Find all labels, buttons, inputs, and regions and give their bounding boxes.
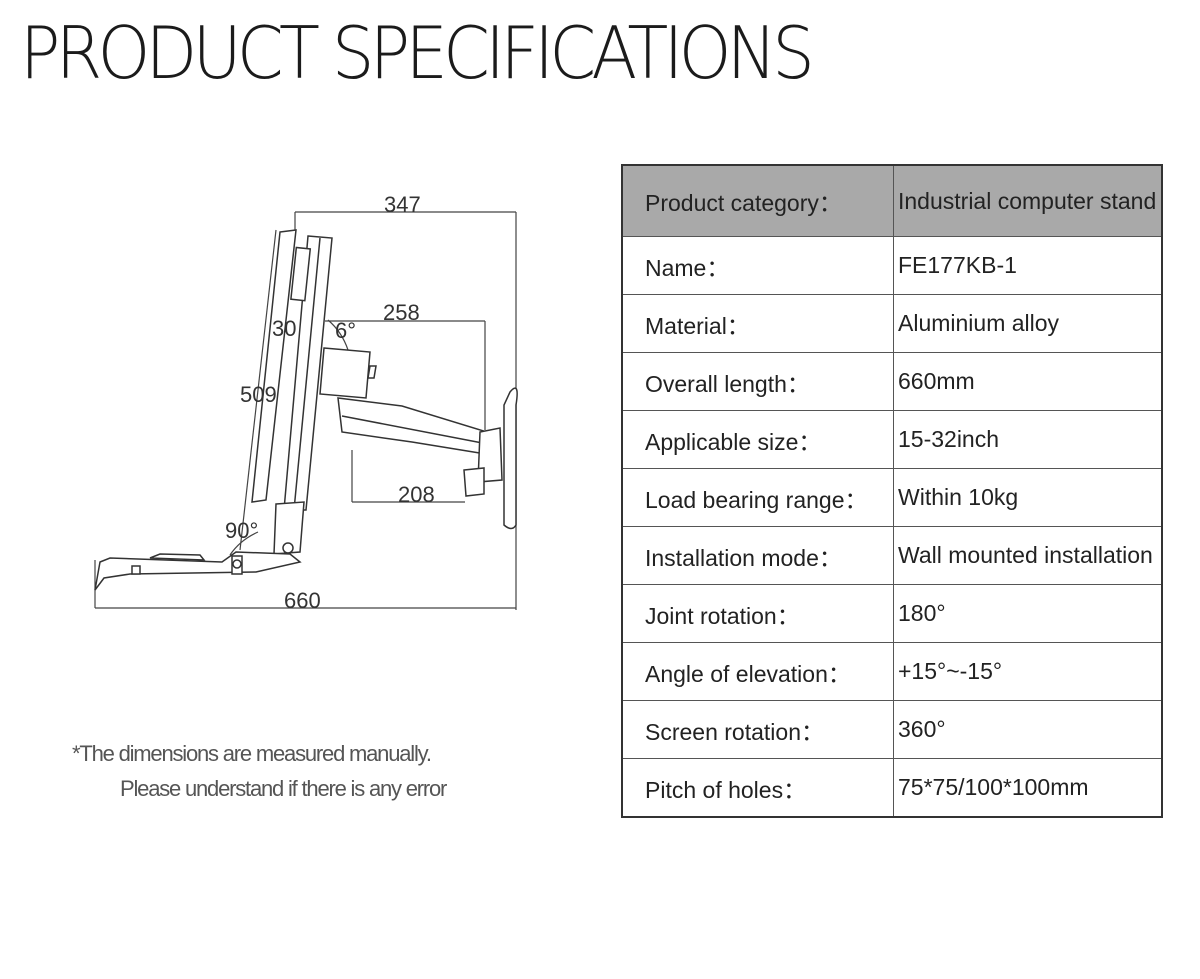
dim-258: 258	[383, 300, 420, 325]
stand-body	[94, 229, 518, 591]
spec-row: Material： Aluminium alloy	[621, 294, 1163, 353]
dim-509: 509	[240, 382, 277, 407]
spec-value: Industrial computer stand	[893, 164, 1163, 237]
stand-diagram: 347 258 30 6° 509 208 90° 660	[94, 192, 518, 613]
dim-6deg: 6°	[335, 318, 356, 343]
spec-label: Applicable size：	[621, 410, 894, 469]
spec-value: Within 10kg	[893, 468, 1163, 527]
page-title: PRODUCT SPECIFICATIONS	[20, 11, 815, 95]
spec-row: Screen rotation： 360°	[621, 700, 1163, 759]
spec-value: 660mm	[893, 352, 1163, 411]
spec-row: Joint rotation： 180°	[621, 584, 1163, 643]
spec-label: Name：	[621, 236, 894, 295]
spec-row: Installation mode： Wall mounted installa…	[621, 526, 1163, 585]
spec-row: Pitch of holes： 75*75/100*100mm	[621, 758, 1163, 818]
spec-row: Overall length： 660mm	[621, 352, 1163, 411]
spec-value: 15-32inch	[893, 410, 1163, 469]
dim-line-509	[239, 229, 277, 551]
spec-label: Angle of elevation：	[621, 642, 894, 701]
note-line-2: Please understand if there is any error	[120, 776, 447, 801]
spec-label: Load bearing range：	[621, 468, 894, 527]
spec-header-row: Product category： Industrial computer st…	[621, 164, 1163, 237]
dim-208: 208	[398, 482, 435, 507]
spec-label: Installation mode：	[621, 526, 894, 585]
dim-90deg: 90°	[225, 518, 258, 543]
note-line-1: *The dimensions are measured manually.	[72, 741, 432, 766]
spec-label: Joint rotation：	[621, 584, 894, 643]
spec-value: 75*75/100*100mm	[893, 758, 1163, 818]
spec-table: Product category： Industrial computer st…	[621, 164, 1163, 818]
spec-value: 180°	[893, 584, 1163, 643]
dim-660: 660	[284, 588, 321, 613]
spec-row: Load bearing range： Within 10kg	[621, 468, 1163, 527]
dim-30: 30	[272, 316, 296, 341]
spec-label: Overall length：	[621, 352, 894, 411]
spec-row: Applicable size： 15-32inch	[621, 410, 1163, 469]
spec-label: Material：	[621, 294, 894, 353]
spec-row: Angle of elevation： +15°~-15°	[621, 642, 1163, 701]
spec-label: Pitch of holes：	[621, 758, 894, 818]
spec-value: 360°	[893, 700, 1163, 759]
spec-label: Product category：	[621, 164, 894, 237]
dim-347: 347	[384, 192, 421, 217]
spec-label: Screen rotation：	[621, 700, 894, 759]
measurement-note: *The dimensions are measured manually. P…	[60, 736, 480, 806]
spec-value: FE177KB-1	[893, 236, 1163, 295]
spec-row: Name： FE177KB-1	[621, 236, 1163, 295]
spec-value: Wall mounted installation	[893, 526, 1163, 585]
spec-value: +15°~-15°	[893, 642, 1163, 701]
spec-value: Aluminium alloy	[893, 294, 1163, 353]
